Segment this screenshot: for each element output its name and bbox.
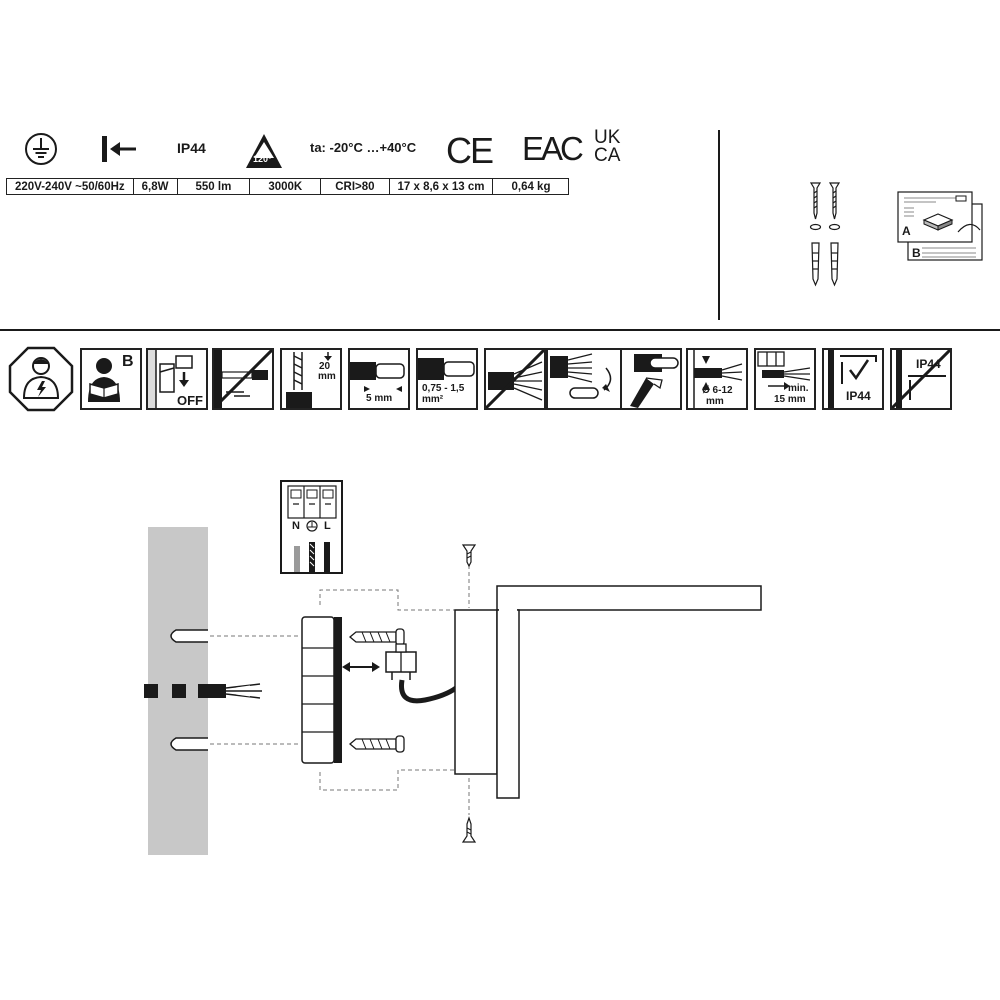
ce-mark: CE [446,130,494,171]
spec-power: 6,8W [132,178,178,195]
lamp-screw-bottom [461,816,477,843]
ip-ok-label: IP44 [846,389,871,403]
wire-section-unit: mm² [422,394,444,405]
ip-forbidden-label: IP44 [916,357,941,371]
wire-section-value: 0,75 - 1,5 [422,383,465,394]
spec-weight: 0,64 kg [492,178,570,195]
ukca-mark-top: UK [594,127,621,148]
distance-arrow-icon [102,136,136,162]
eac-mark: EAC [522,130,584,167]
tile-crimp-sleeve [620,348,682,410]
spec-cri: CRI>80 [320,178,390,195]
spec-color-temp: 3000K [249,178,322,195]
spec-table: 220V-240V ~50/60Hz 6,8W 550 lm 3000K CRI… [6,178,570,195]
tile-min-strip-length: min. 15 mm [754,348,816,410]
tile-drill-depth: 20 mm [280,348,342,410]
mounting-screw-upper [348,628,405,646]
spec-dimensions: 17 x 8,6 x 13 cm [388,178,494,195]
lamp-body [454,585,762,799]
lamp-cable [398,679,458,704]
vertical-divider [718,130,720,320]
double-arrow-icon [342,662,380,672]
mounting-plate [301,616,342,764]
tile-strip-insulation: 5 mm [348,348,410,410]
power-off-label: OFF [177,393,203,408]
mounting-screw-lower [348,735,405,753]
horizontal-divider [0,329,1000,331]
wall-plug-upper [170,629,208,643]
tile-wire-section: 0,75 - 1,5 mm² [416,348,478,410]
insulation-strip-label: 5 mm [366,393,393,404]
tile-no-stranded-wire [484,348,546,410]
strip-length-unit: mm [318,371,336,382]
cable-diameter-value: Ø 6-12 [702,385,733,396]
wiring-detail: N L [280,480,343,574]
manual-a-label: A [902,224,911,238]
beam-angle-icon: 120° [244,132,284,170]
mains-cable [144,683,262,699]
tile-ip-forbidden: IP44 [890,348,952,410]
spec-lumen: 550 lm [176,178,251,195]
manuals-icon: A B [896,190,988,265]
beam-angle-label: 120° [253,154,272,164]
tile-no-drilling-cables [212,348,274,410]
neutral-label: N [292,520,300,532]
min-length-value: 15 mm [774,394,806,405]
tile-cable-diameter: Ø 6-12 mm [686,348,748,410]
wall-plug-lower [170,737,208,751]
live-label: L [324,520,331,532]
tile-read-manual: B [80,348,142,410]
strip-length-value: 20 [319,361,331,372]
installation-diagram [144,527,762,855]
earth-ground-icon [25,133,57,165]
manual-b-label: B [912,246,921,260]
ukca-mark-bottom: CA [594,145,621,166]
spec-voltage: 220V-240V ~50/60Hz [6,178,134,195]
cable-diameter-unit: mm [706,396,724,407]
header-icons: IP44 120° ta: -20°C …+40°C CE EAC UK CA [0,120,700,171]
min-length-label: min. [788,383,809,394]
tile-twist-strands [546,348,624,410]
spec-row: 220V-240V ~50/60Hz 6,8W 550 lm 3000K CRI… [6,178,570,195]
ambient-temperature-label: ta: -20°C …+40°C [310,140,417,155]
tile-power-off: OFF [146,348,208,410]
tile-ip-ok: IP44 [822,348,884,410]
qualified-electrician-icon [8,346,74,412]
screws-and-plugs-icon [809,182,841,287]
manual-letter-label: B [122,353,134,370]
lamp-screw-top [461,544,477,568]
terminal-block [385,643,417,680]
ip-rating-label: IP44 [177,140,206,156]
